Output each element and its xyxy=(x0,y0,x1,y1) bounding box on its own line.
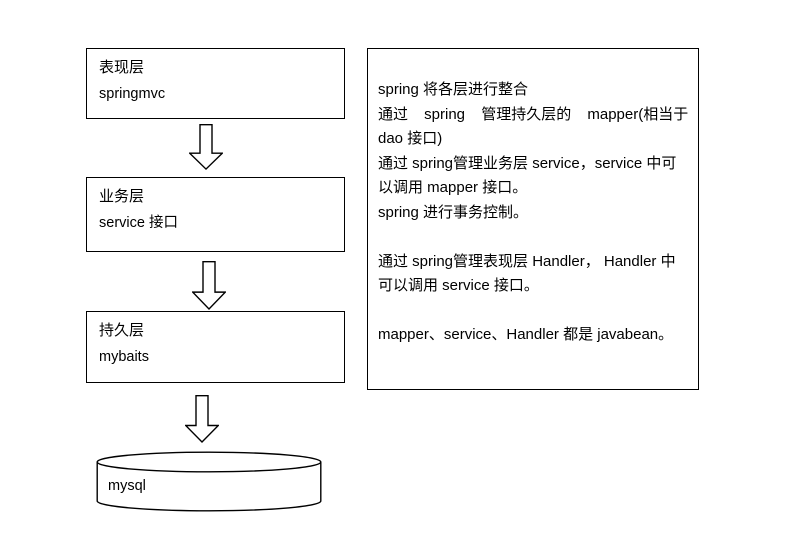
layer-subtitle-business: service 接口 xyxy=(99,215,178,231)
layer-box-business: 业务层 service 接口 xyxy=(86,177,345,252)
notes-line: spring 将各层进行整合 xyxy=(378,81,529,98)
notes-line: 可以调用 service 接口。 xyxy=(378,277,539,294)
layer-subtitle-presentation: springmvc xyxy=(99,86,166,102)
notes-line xyxy=(378,299,694,324)
layer-title-business: 业务层 xyxy=(99,188,145,205)
down-arrow-icon xyxy=(189,124,223,170)
notes-line xyxy=(378,225,694,250)
notes-line: 以调用 mapper 接口。 xyxy=(378,179,528,196)
notes-line: 通过 spring 管理持久层的 mapper(相当于 xyxy=(378,105,689,123)
database-cylinder-icon xyxy=(96,451,322,512)
layer-box-persistence: 持久层 mybaits xyxy=(86,311,345,383)
down-arrow-icon xyxy=(192,261,226,310)
notes-panel: spring 将各层进行整合 通过 spring 管理持久层的 mapper(相… xyxy=(367,48,699,390)
notes-line: 通过 spring管理业务层 service，service 中可 xyxy=(378,154,677,172)
down-arrow-icon xyxy=(185,395,219,443)
database-label: mysql xyxy=(108,478,146,494)
notes-line: mapper、service、Handler 都是 javabean。 xyxy=(378,326,674,343)
layer-box-presentation: 表现层 springmvc xyxy=(86,48,345,119)
layer-title-presentation: 表现层 xyxy=(99,59,145,76)
notes-line: spring 进行事务控制。 xyxy=(378,203,529,221)
layer-title-persistence: 持久层 xyxy=(99,322,145,339)
layer-subtitle-persistence: mybaits xyxy=(99,349,149,365)
notes-line: dao 接口) xyxy=(378,130,443,147)
notes-line: 通过 spring管理表现层 Handler， Handler 中 xyxy=(378,252,676,270)
